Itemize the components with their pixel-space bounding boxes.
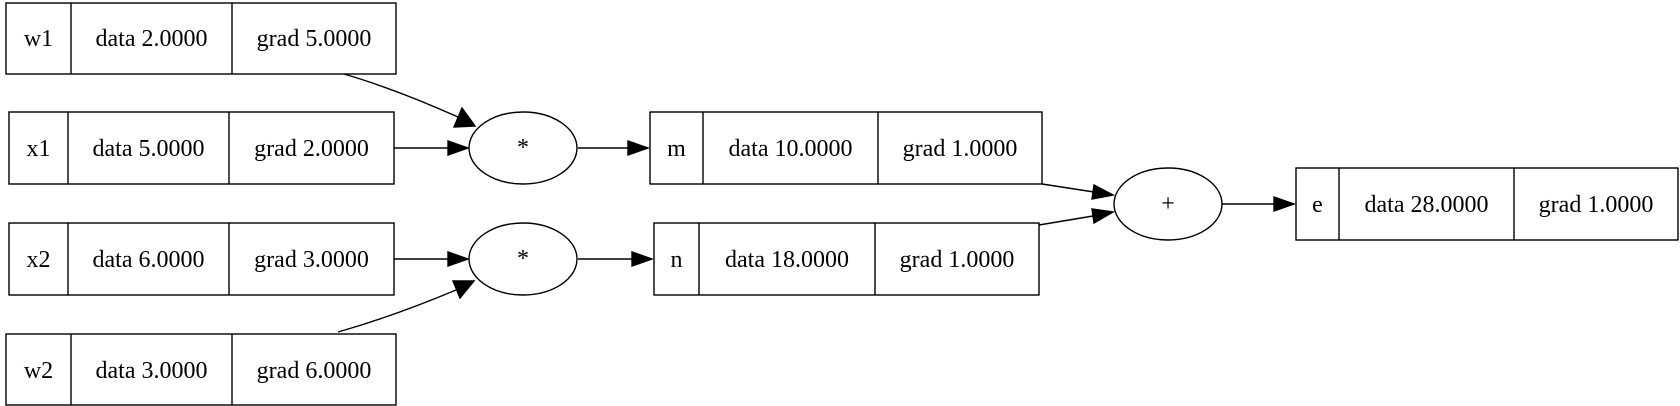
- edge-x1-to-mul-m: [394, 140, 471, 156]
- op-mul-m-symbol: *: [517, 135, 529, 161]
- op-add-e: +: [1113, 167, 1223, 241]
- node-x1-data: data 5.0000: [93, 136, 205, 162]
- edge-x2-to-mul-n: [394, 251, 471, 267]
- node-e-data: data 28.0000: [1365, 192, 1489, 218]
- op-mul-m: *: [468, 111, 578, 185]
- node-m-label: m: [667, 136, 686, 162]
- node-w1-grad: grad 5.0000: [257, 26, 372, 52]
- node-x2-label: x2: [27, 247, 51, 273]
- node-x2: x2 data 6.0000 grad 3.0000: [8, 222, 395, 296]
- node-w2-grad: grad 6.0000: [257, 358, 372, 384]
- node-e-grad: grad 1.0000: [1539, 192, 1654, 218]
- node-e-label: e: [1312, 192, 1323, 218]
- node-n: n data 18.0000 grad 1.0000: [653, 222, 1040, 296]
- edge-m-to-add-e: [1041, 183, 1116, 200]
- edges: [337, 73, 1297, 333]
- node-w1-data: data 2.0000: [96, 26, 208, 52]
- node-e: e data 28.0000 grad 1.0000: [1295, 167, 1679, 241]
- node-n-data: data 18.0000: [725, 247, 849, 273]
- node-m-data: data 10.0000: [729, 136, 853, 162]
- node-w2-label: w2: [24, 358, 53, 384]
- node-x2-data: data 6.0000: [93, 247, 205, 273]
- node-x1-label: x1: [27, 136, 51, 162]
- node-m-grad: grad 1.0000: [903, 136, 1018, 162]
- op-mul-n: *: [468, 222, 578, 296]
- node-m: m data 10.0000 grad 1.0000: [649, 111, 1043, 185]
- node-w2: w2 data 3.0000 grad 6.0000: [5, 333, 397, 406]
- node-n-label: n: [671, 247, 683, 273]
- node-w1-label: w1: [24, 26, 53, 52]
- node-x2-grad: grad 3.0000: [254, 247, 369, 273]
- edge-mul-n-to-n: [578, 251, 655, 267]
- node-w2-data: data 3.0000: [96, 358, 208, 384]
- node-n-grad: grad 1.0000: [900, 247, 1015, 273]
- node-w1: w1 data 2.0000 grad 5.0000: [5, 2, 397, 75]
- node-x1-grad: grad 2.0000: [254, 136, 369, 162]
- edge-w1-to-mul-m: [343, 73, 477, 128]
- edge-n-to-add-e: [1038, 208, 1116, 226]
- edge-mul-m-to-m: [578, 140, 651, 156]
- edge-w2-to-mul-n: [337, 280, 476, 333]
- node-x1: x1 data 5.0000 grad 2.0000: [8, 111, 395, 185]
- op-mul-n-symbol: *: [517, 246, 529, 272]
- edge-add-e-to-e: [1222, 196, 1297, 212]
- op-add-e-symbol: +: [1161, 191, 1175, 217]
